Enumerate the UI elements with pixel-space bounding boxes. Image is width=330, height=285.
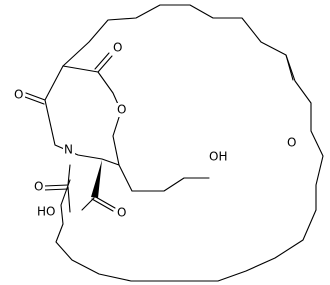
ether-chain <box>285 54 294 81</box>
ketone-top-double-bond <box>94 52 113 73</box>
ketone-oxygen-top: O <box>113 41 122 55</box>
amide-oxygen: O <box>34 180 43 194</box>
acid-double-bond <box>91 195 116 212</box>
hydroxymethyl-branch <box>118 164 210 192</box>
acid-oxygen: O <box>117 206 126 220</box>
hydroxyl-group: OH <box>209 150 227 164</box>
amide-chain-bond <box>67 186 71 213</box>
acid-hydroxyl: HO <box>37 205 55 219</box>
n-amide-bond <box>67 164 71 186</box>
macrocycle-upper-chain <box>62 4 324 211</box>
ketone-oxygen-left: O <box>14 88 23 102</box>
macrocycle-lower-chain <box>55 179 317 282</box>
ketone-left-double-bond <box>24 92 46 105</box>
wedge-bond <box>91 160 102 198</box>
acid-single-bond <box>81 197 95 211</box>
ether-oxygen: O <box>287 136 296 150</box>
lactone-ring <box>44 65 122 166</box>
ring-oxygen: O <box>117 103 126 117</box>
atom-labels: O O O O N O HO O OH <box>13 41 298 220</box>
bond-lines <box>24 4 324 282</box>
nitrogen-atom: N <box>64 143 73 157</box>
amide-double-bond <box>43 184 69 191</box>
